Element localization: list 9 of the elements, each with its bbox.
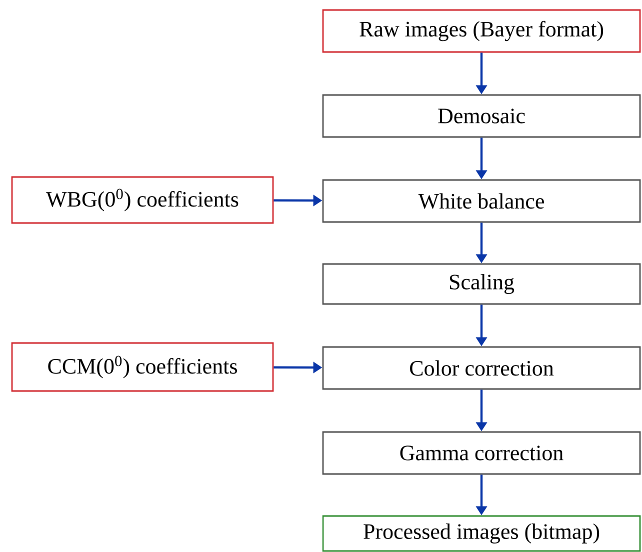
process-box: White balance — [322, 179, 641, 223]
input-box: Raw images (Bayer format) — [322, 9, 641, 53]
input-box: WBG(0$^{0}$) coefficients — [11, 176, 274, 224]
input-box: CCM(0$^{0}$) coefficients — [11, 342, 274, 392]
process-box: Demosaic — [322, 94, 641, 138]
process-box: Scaling — [322, 263, 641, 305]
process-box: Gamma correction — [322, 431, 641, 475]
output-box: Processed images (bitmap) — [322, 515, 641, 552]
process-box: Color correction — [322, 346, 641, 390]
